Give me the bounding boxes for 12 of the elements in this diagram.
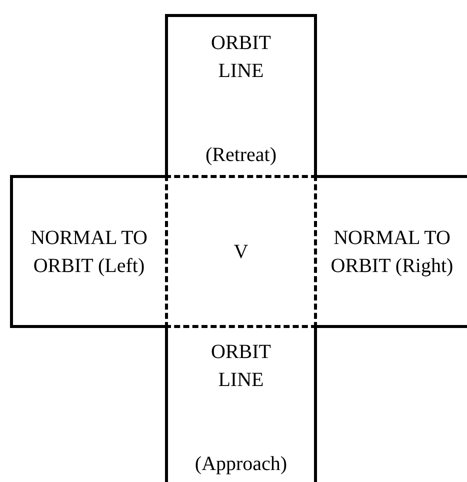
- orbit-line-box: [165, 328, 317, 482]
- normal-to-orbit-box: [317, 175, 467, 328]
- normal-to-orbit-box: [10, 175, 165, 328]
- orbit-line-box: [165, 14, 317, 175]
- box-label: (Approach): [194, 452, 288, 477]
- box-label: NORMAL TO ORBIT (Left): [30, 226, 148, 278]
- center-box: [165, 175, 317, 328]
- box-label: ORBIT LINE: [210, 31, 272, 84]
- box-label: V: [234, 240, 248, 264]
- box-label: ORBIT LINE: [210, 340, 272, 393]
- box-label: (Retreat): [205, 143, 277, 168]
- box-label: NORMAL TO ORBIT (Right): [330, 226, 454, 278]
